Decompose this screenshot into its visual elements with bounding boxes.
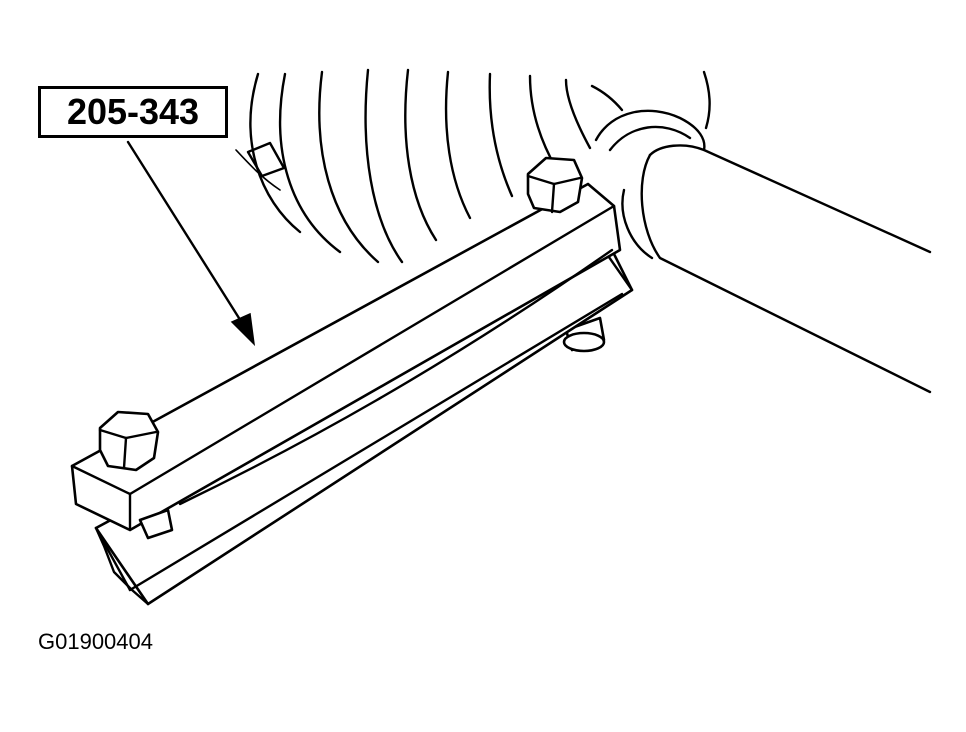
upper-puller-bar [70, 182, 622, 532]
left-bolt [98, 410, 174, 540]
callout-leader [126, 140, 256, 347]
figure-id: G01900404 [38, 629, 153, 654]
rubber-boot [235, 68, 711, 264]
tool-number-label: 205-343 [66, 91, 200, 132]
tool-callout-box: 205-343 [38, 86, 228, 138]
tie-rod-shaft [594, 109, 932, 394]
right-bolt [526, 156, 584, 214]
tie-rod-stud [562, 316, 606, 353]
